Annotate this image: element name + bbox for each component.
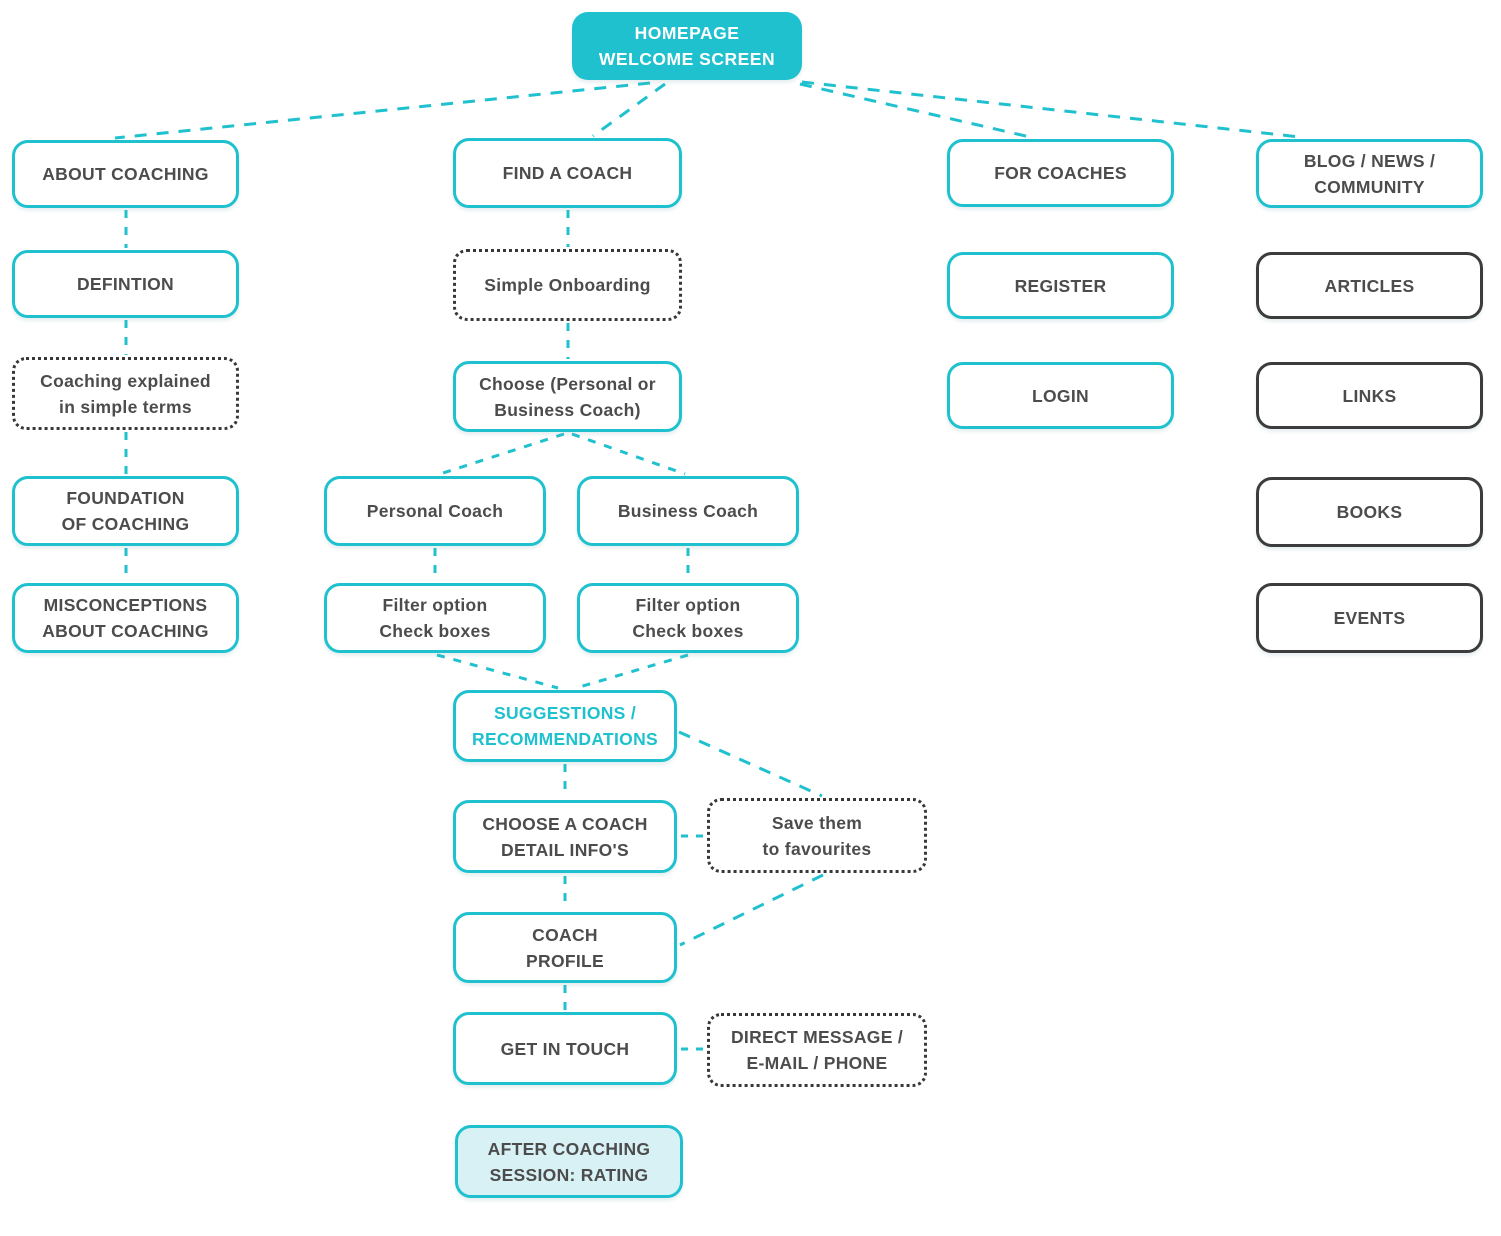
after-coaching-rating-node: AFTER COACHING SESSION: RATING — [455, 1125, 683, 1198]
events-label-line-1: EVENTS — [1333, 608, 1406, 628]
business-coach-label-line-1: Business Coach — [617, 501, 759, 521]
coaching-explained-label-line-2: in simple terms — [59, 396, 192, 417]
about-coaching-label-line-1: ABOUT COACHING — [42, 164, 209, 184]
choose-coach-type-label-line-2: Business Coach) — [494, 399, 641, 420]
choose-a-coach-detail-node: CHOOSE A COACH DETAIL INFO'S — [453, 800, 677, 873]
after-coaching-rating-label-line-2: SESSION: RATING — [489, 1164, 649, 1185]
events-node: EVENTS — [1256, 583, 1483, 653]
suggestions-recommendations-label-line-2: RECOMMENDATIONS — [472, 729, 658, 749]
coaching-explained-node: Coaching explained in simple terms — [12, 357, 239, 430]
for-coaches-node: FOR COACHES — [947, 139, 1174, 207]
connector-line-14 — [436, 653, 559, 690]
filter-option-business-label-line-2: Check boxes — [632, 621, 744, 641]
foundation-of-coaching-node: FOUNDATION OF COACHING — [12, 476, 239, 546]
connector-line-1 — [592, 82, 666, 138]
connector-line-10 — [439, 432, 565, 476]
connector-line-17 — [678, 730, 823, 798]
misconceptions-node: MISCONCEPTIONS ABOUT COACHING — [12, 583, 239, 653]
register-label-line-1: REGISTER — [1014, 275, 1107, 296]
books-node: BOOKS — [1256, 477, 1483, 547]
direct-message-node: DIRECT MESSAGE / E-MAIL / PHONE — [707, 1013, 927, 1087]
after-coaching-rating-label-line-1: AFTER COACHING — [487, 1138, 651, 1159]
direct-message-label-line-1: DIRECT MESSAGE / — [730, 1027, 904, 1047]
simple-onboarding-label-line-1: Simple Onboarding — [484, 275, 651, 295]
save-to-favourites-label-line-2: to favourites — [762, 838, 872, 859]
personal-coach-label-line-1: Personal Coach — [366, 501, 504, 521]
blog-news-community-node: BLOG / NEWS / COMMUNITY — [1256, 139, 1483, 208]
choose-a-coach-detail-label-line-2: DETAIL INFO'S — [501, 839, 629, 860]
connector-line-19 — [679, 873, 824, 947]
misconceptions-label-line-2: ABOUT COACHING — [42, 621, 209, 641]
choose-coach-type-label-line-1: Choose (Personal or — [479, 373, 656, 394]
get-in-touch-node: GET IN TOUCH — [453, 1012, 677, 1085]
save-to-favourites-label-line-1: Save them — [771, 812, 863, 833]
get-in-touch-label-line-1: GET IN TOUCH — [500, 1038, 630, 1059]
register-node: REGISTER — [947, 252, 1174, 319]
foundation-of-coaching-label-line-2: OF COACHING — [61, 514, 190, 534]
connector-line-15 — [575, 653, 689, 690]
login-node: LOGIN — [947, 362, 1174, 429]
homepage-welcome-screen-label-line-1: HOMEPAGE — [634, 23, 740, 43]
misconceptions-label-line-1: MISCONCEPTIONS — [43, 595, 208, 615]
blog-news-community-label-line-1: BLOG / NEWS / — [1303, 150, 1436, 171]
personal-coach-node: Personal Coach — [324, 476, 546, 546]
suggestions-recommendations-node: SUGGESTIONS / RECOMMENDATIONS — [453, 690, 677, 762]
filter-option-personal-label-line-1: Filter option — [382, 595, 488, 615]
coach-profile-label-line-1: COACH — [532, 924, 598, 945]
connector-line-3 — [801, 80, 1301, 139]
articles-node: ARTICLES — [1256, 252, 1483, 319]
links-node: LINKS — [1256, 362, 1483, 429]
about-coaching-node: ABOUT COACHING — [12, 140, 239, 208]
homepage-welcome-screen-node: HOMEPAGE WELCOME SCREEN — [572, 12, 802, 80]
suggestions-recommendations-label-line-1: SUGGESTIONS / — [494, 703, 636, 723]
simple-onboarding-node: Simple Onboarding — [453, 249, 682, 321]
coaching-explained-label-line-1: Coaching explained — [40, 370, 211, 391]
coach-profile-node: COACH PROFILE — [453, 912, 677, 983]
filter-option-personal-label-line-2: Check boxes — [379, 621, 491, 641]
find-a-coach-node: FIND A COACH — [453, 138, 682, 208]
homepage-welcome-screen-label-line-2: WELCOME SCREEN — [598, 49, 776, 69]
filter-option-business-label-line-1: Filter option — [635, 595, 741, 615]
business-coach-node: Business Coach — [577, 476, 799, 546]
direct-message-label-line-2: E-MAIL / PHONE — [746, 1053, 888, 1073]
defintion-node: DEFINTION — [12, 250, 239, 318]
connector-line-2 — [799, 82, 1031, 139]
foundation-of-coaching-label-line-1: FOUNDATION — [66, 488, 185, 508]
choose-a-coach-detail-label-line-1: CHOOSE A COACH — [482, 813, 648, 834]
coach-profile-label-line-2: PROFILE — [526, 950, 604, 971]
connector-line-0 — [114, 81, 651, 140]
links-label-line-1: LINKS — [1342, 385, 1397, 406]
find-a-coach-label-line-1: FIND A COACH — [502, 163, 633, 183]
blog-news-community-label-line-2: COMMUNITY — [1314, 176, 1425, 197]
defintion-label-line-1: DEFINTION — [76, 274, 174, 294]
choose-coach-type-node: Choose (Personal or Business Coach) — [453, 361, 682, 432]
books-label-line-1: BOOKS — [1336, 502, 1403, 522]
login-label-line-1: LOGIN — [1032, 385, 1089, 406]
connector-line-11 — [571, 432, 686, 476]
save-to-favourites-node: Save them to favourites — [707, 798, 927, 873]
for-coaches-label-line-1: FOR COACHES — [994, 163, 1127, 183]
articles-label-line-1: ARTICLES — [1324, 275, 1415, 296]
